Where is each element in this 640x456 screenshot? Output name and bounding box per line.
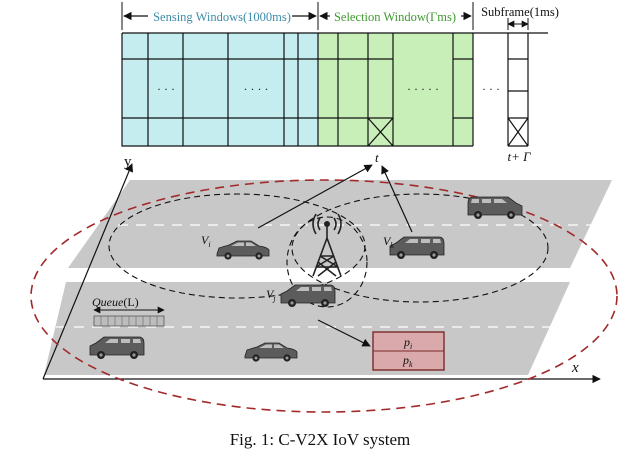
- sensing-window-region: [122, 33, 318, 146]
- dots-selection: · · · · ·: [407, 82, 439, 96]
- selection-window-region: [318, 33, 473, 146]
- t-plus-gamma-label: t+ Γ: [507, 149, 531, 164]
- dots-sensing-1: · · ·: [157, 82, 175, 96]
- dots-gap: · · ·: [482, 82, 500, 96]
- sensing-window-label: Sensing Windows(1000ms): [153, 10, 291, 24]
- subframe-label: Subframe(1ms): [481, 5, 559, 19]
- y-axis-label: y: [124, 154, 132, 170]
- timeline-diagram: Sensing Windows(1000ms) Selection Window…: [122, 2, 559, 164]
- figure-caption: Fig. 1: C-V2X IoV system: [0, 430, 640, 450]
- dots-sensing-2: · · · ·: [244, 82, 269, 96]
- selection-window-label: Selection Window(Γms): [334, 10, 456, 24]
- queue-label: Queue(L): [92, 295, 139, 309]
- road-upper: [68, 180, 612, 268]
- t-label: t: [375, 150, 379, 165]
- road-scene: y x Vi Vk Vj t Q: [31, 150, 617, 412]
- x-axis-label: x: [571, 360, 579, 376]
